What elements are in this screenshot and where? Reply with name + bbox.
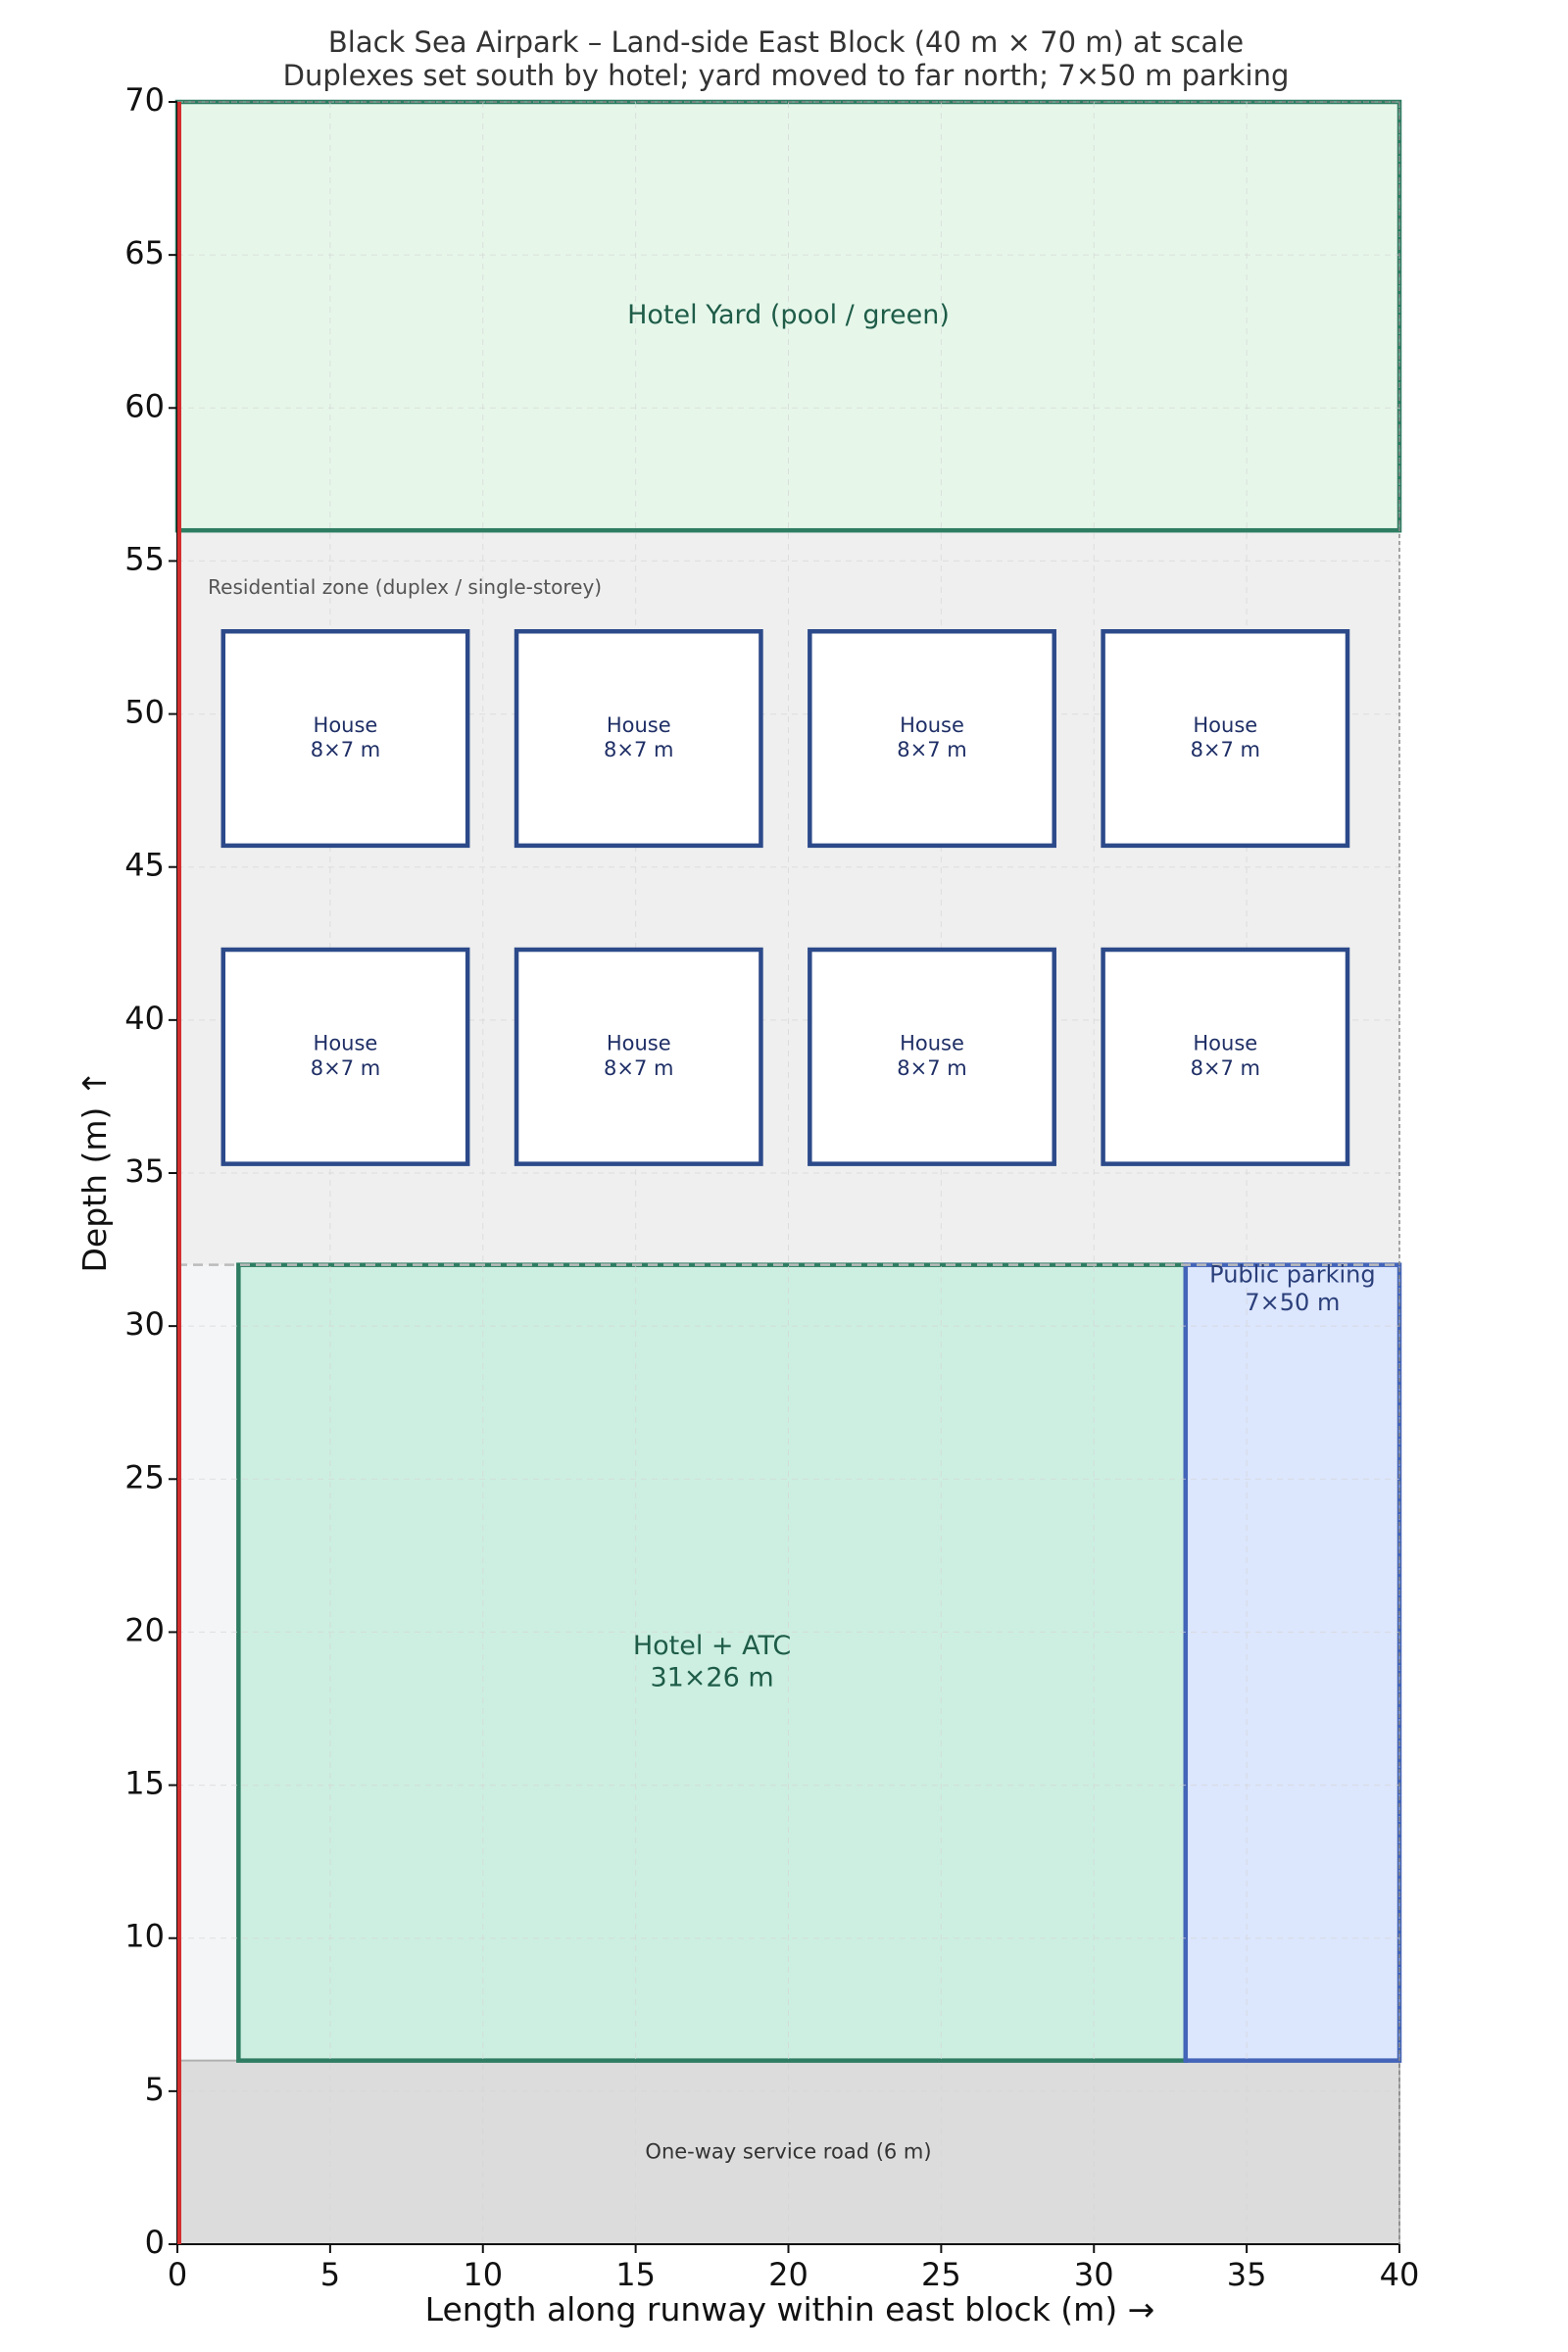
y-tick-label: 30 bbox=[124, 1305, 165, 1343]
house-plot bbox=[514, 947, 763, 1166]
y-tick-label: 55 bbox=[124, 540, 165, 577]
house-label: 8×7 m bbox=[311, 1056, 380, 1080]
house-plot bbox=[1101, 947, 1350, 1166]
house-label: House bbox=[314, 713, 378, 737]
labels-layer: One-way service road (6 m) Hotel + ATC31×… bbox=[208, 300, 1375, 2163]
hotel-atc-label: 31×26 m bbox=[650, 1662, 773, 1692]
house-label: 8×7 m bbox=[1191, 1056, 1260, 1080]
y-tick-label: 5 bbox=[145, 2071, 165, 2108]
x-tick-label: 25 bbox=[921, 2256, 961, 2293]
x-axis-label: Length along runway within east block (m… bbox=[425, 2290, 1155, 2328]
house-label: 8×7 m bbox=[604, 738, 673, 761]
x-tick-label: 15 bbox=[615, 2256, 656, 2293]
residential-zone-label: Residential zone (duplex / single-storey… bbox=[208, 575, 602, 599]
side-strip-area bbox=[177, 1264, 239, 2061]
y-tick-label: 10 bbox=[124, 1918, 165, 1955]
house-label: 8×7 m bbox=[604, 1056, 673, 1080]
house-plot bbox=[514, 629, 763, 849]
x-tick-label: 40 bbox=[1380, 2256, 1420, 2293]
house-label: House bbox=[314, 1032, 378, 1055]
x-tick-label: 35 bbox=[1227, 2256, 1267, 2293]
y-tick-label: 15 bbox=[124, 1765, 165, 1802]
house-plot bbox=[808, 629, 1056, 849]
public-parking-area bbox=[1185, 1264, 1399, 2061]
x-tick-label: 5 bbox=[320, 2256, 340, 2293]
y-axis-label: Depth (m) ↑ bbox=[75, 1069, 114, 1272]
hotel-atc-label: Hotel + ATC bbox=[633, 1631, 791, 1661]
house-label: House bbox=[607, 713, 671, 737]
house-label: House bbox=[900, 713, 964, 737]
hotel-yard-label: Hotel Yard (pool / green) bbox=[627, 300, 950, 330]
house-label: 8×7 m bbox=[311, 738, 380, 761]
diagram-title: Black Sea Airpark – Land-side East Block… bbox=[328, 25, 1244, 59]
x-tick-label: 30 bbox=[1074, 2256, 1114, 2293]
y-tick-label: 20 bbox=[124, 1611, 165, 1648]
axes-layer: 0 5 10 15 20 25 30 35 40 0 5 10 15 20 25 30 35 40 45 50 55 60… bbox=[124, 81, 1419, 2293]
house-plot bbox=[220, 947, 470, 1166]
y-tick-label: 50 bbox=[124, 694, 165, 731]
diagram-subtitle: Duplexes set south by hotel; yard moved … bbox=[283, 59, 1290, 92]
house-label: House bbox=[607, 1032, 671, 1055]
y-tick-label: 60 bbox=[124, 387, 165, 424]
house-plot bbox=[220, 629, 470, 849]
public-parking-label: Public parking bbox=[1209, 1260, 1375, 1288]
house-label: House bbox=[900, 1032, 964, 1055]
house-label: 8×7 m bbox=[897, 738, 966, 761]
x-tick-label: 20 bbox=[768, 2256, 808, 2293]
y-tick-label: 0 bbox=[145, 2224, 165, 2261]
y-tick-label: 70 bbox=[124, 81, 165, 119]
house-label: House bbox=[1193, 713, 1257, 737]
house-label: House bbox=[1193, 1032, 1257, 1055]
house-label: 8×7 m bbox=[897, 1056, 966, 1080]
y-tick-label: 45 bbox=[124, 847, 165, 884]
x-tick-label: 0 bbox=[168, 2256, 187, 2293]
y-tick-label: 25 bbox=[124, 1458, 165, 1495]
y-tick-label: 65 bbox=[124, 234, 165, 271]
y-tick-label: 40 bbox=[124, 1000, 165, 1037]
service-road-label: One-way service road (6 m) bbox=[645, 2139, 931, 2163]
house-plot bbox=[808, 947, 1056, 1166]
hotel-atc-area bbox=[238, 1264, 1186, 2061]
y-tick-label: 35 bbox=[124, 1152, 165, 1190]
house-label: 8×7 m bbox=[1191, 738, 1260, 761]
public-parking-label: 7×50 m bbox=[1245, 1289, 1340, 1316]
x-tick-label: 10 bbox=[463, 2256, 503, 2293]
house-plot bbox=[1101, 629, 1350, 849]
